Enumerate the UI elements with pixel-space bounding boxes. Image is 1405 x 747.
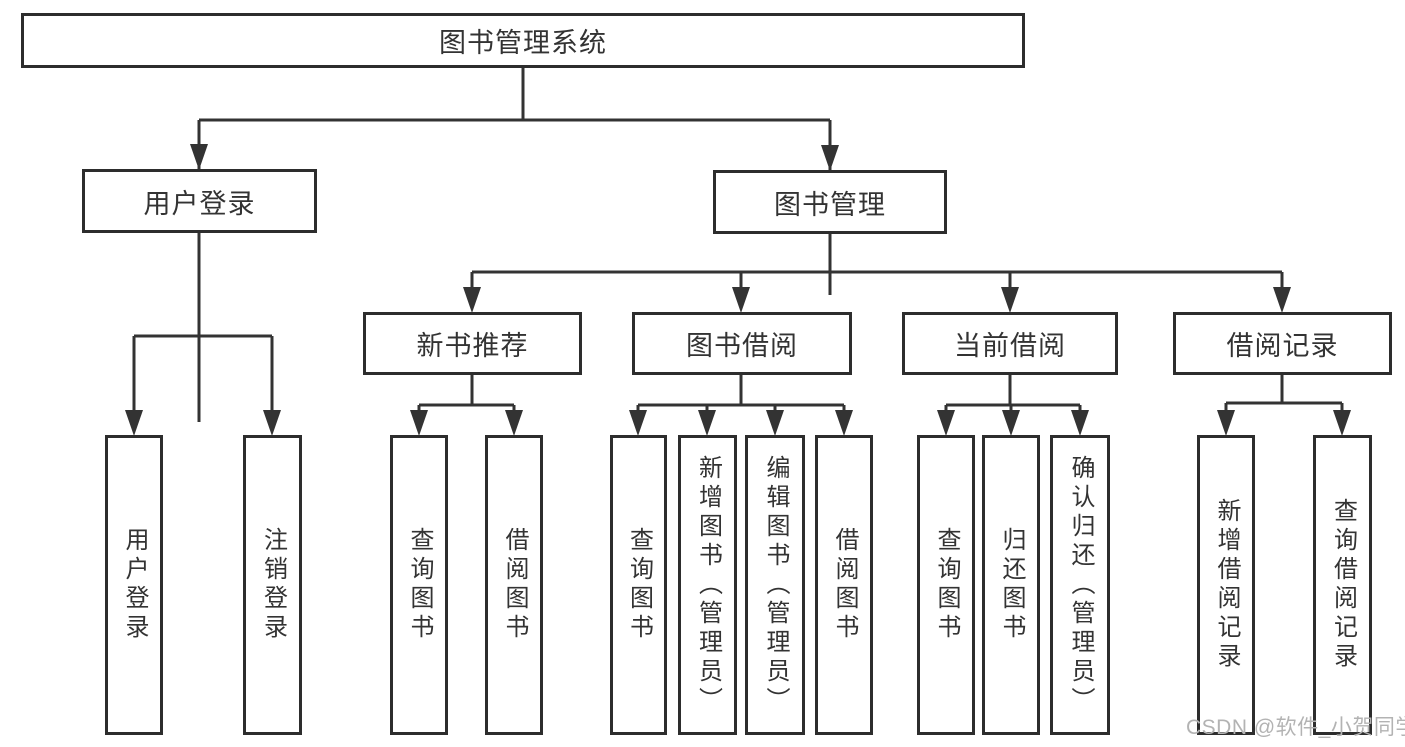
- leaf-add-borrow-record: 新增借阅记录: [1197, 435, 1255, 735]
- leaf-return-books: 归还图书: [982, 435, 1040, 735]
- leaf-query-books-recommend: 查询图书: [390, 435, 448, 735]
- node-borrowing-records: 借阅记录: [1173, 312, 1392, 375]
- leaf-query-books-borrowing: 查询图书: [610, 435, 667, 735]
- arrowheads: [125, 144, 1351, 436]
- leaf-borrow-books-recommend: 借阅图书: [485, 435, 543, 735]
- leaf-query-borrow-record: 查询借阅记录: [1313, 435, 1372, 735]
- leaf-edit-books-admin: 编辑图书（管理员）: [745, 435, 805, 735]
- leaf-logout-login: 注销登录: [243, 435, 302, 735]
- leaf-confirm-return-admin: 确认归还（管理员）: [1050, 435, 1110, 735]
- csdn-watermark: CSDN @软件_小贺同学: [1186, 716, 1405, 739]
- node-new-book-recommend: 新书推荐: [363, 312, 582, 375]
- leaf-add-books-admin: 新增图书（管理员）: [678, 435, 737, 735]
- leaf-query-books-current: 查询图书: [917, 435, 975, 735]
- leaf-user-login: 用户登录: [105, 435, 163, 735]
- node-library-management-system: 图书管理系统: [21, 13, 1025, 68]
- node-book-borrowing: 图书借阅: [632, 312, 852, 375]
- node-current-borrowing: 当前借阅: [902, 312, 1118, 375]
- node-user-login: 用户登录: [82, 169, 317, 233]
- node-book-management: 图书管理: [713, 170, 947, 234]
- leaf-borrow-books-borrowing: 借阅图书: [815, 435, 873, 735]
